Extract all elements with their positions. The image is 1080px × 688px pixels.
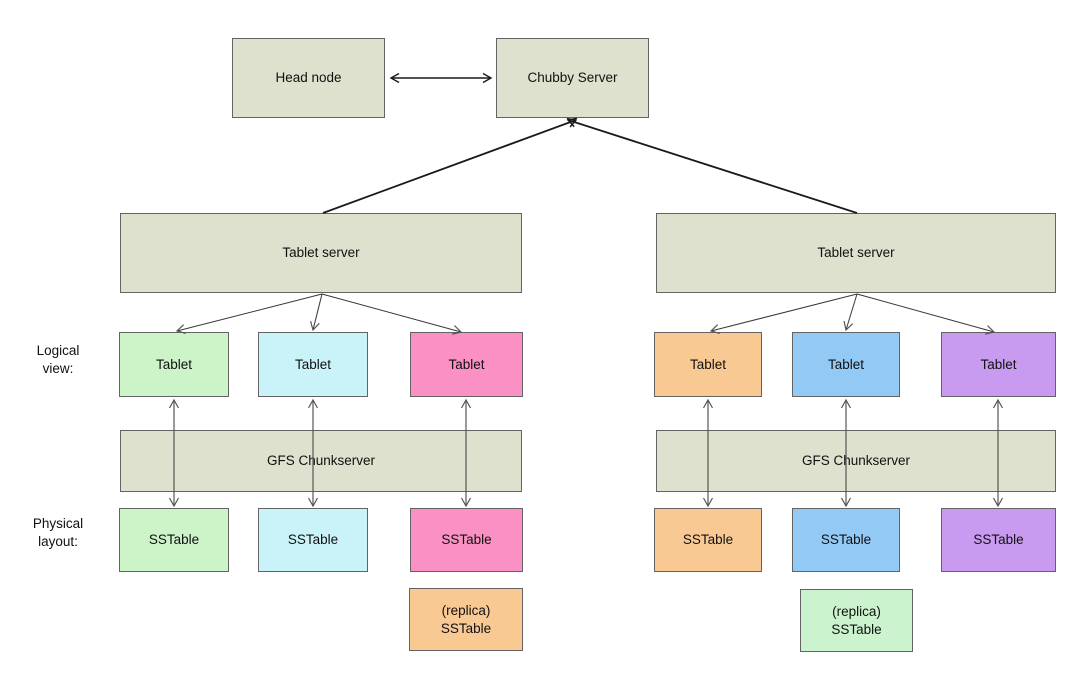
arrow-fan-right-tabletserver [709, 293, 996, 335]
sstable-box-left-green: SSTable [119, 508, 229, 572]
head-node-box: Head node [232, 38, 385, 118]
gfs-chunkserver-right-box: GFS Chunkserver [656, 430, 1056, 492]
replica-sstable-box-right: (replica) SSTable [800, 589, 913, 652]
arrow-fan-left-tabletserver [175, 293, 463, 335]
tablet-server-left-box: Tablet server [120, 213, 522, 293]
logical-view-label: Logical view: [36, 343, 80, 377]
sstable-box-right-purple: SSTable [941, 508, 1056, 572]
sstable-box-right-orange: SSTable [654, 508, 762, 572]
tablet-box-right-purple: Tablet [941, 332, 1056, 397]
replica-sstable-box-left: (replica) SSTable [409, 588, 523, 651]
tablet-box-right-blue: Tablet [792, 332, 900, 397]
sstable-box-right-blue: SSTable [792, 508, 900, 572]
gfs-chunkserver-left-box: GFS Chunkserver [120, 430, 522, 492]
tablet-box-right-orange: Tablet [654, 332, 762, 397]
physical-layout-label: Physical layout: [32, 516, 84, 550]
sstable-box-left-pink: SSTable [410, 508, 523, 572]
tablet-server-right-box: Tablet server [656, 213, 1056, 293]
chubby-server-box: Chubby Server [496, 38, 649, 118]
tablet-box-left-cyan: Tablet [258, 332, 368, 397]
tablet-box-left-green: Tablet [119, 332, 229, 397]
arrow-tabletservers-to-chubby [322, 117, 858, 214]
sstable-box-left-cyan: SSTable [258, 508, 368, 572]
tablet-box-left-pink: Tablet [410, 332, 523, 397]
